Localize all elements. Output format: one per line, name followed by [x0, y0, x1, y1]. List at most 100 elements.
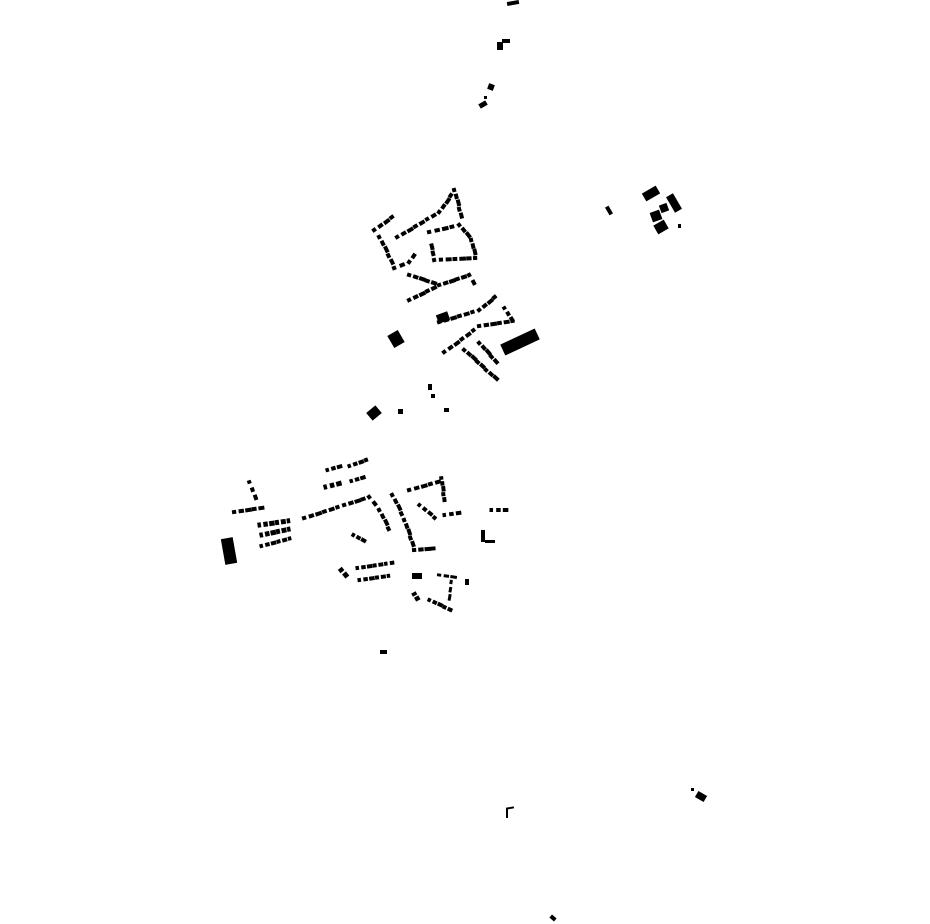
building — [366, 494, 372, 500]
building — [238, 508, 245, 514]
building — [336, 463, 343, 470]
building — [443, 574, 450, 578]
building — [442, 496, 447, 503]
building — [463, 311, 471, 317]
building — [490, 321, 498, 327]
building — [430, 280, 438, 286]
building — [378, 562, 384, 567]
building — [430, 212, 438, 219]
building — [403, 522, 410, 530]
building — [666, 193, 682, 213]
building — [259, 532, 264, 538]
building — [440, 480, 445, 486]
building — [376, 234, 382, 240]
building — [438, 257, 444, 262]
building — [418, 290, 427, 298]
building — [502, 39, 510, 43]
building — [458, 212, 465, 219]
building — [413, 485, 420, 491]
building — [363, 576, 369, 582]
building — [259, 543, 264, 549]
building — [484, 96, 487, 99]
building — [492, 374, 500, 382]
building — [476, 307, 482, 313]
building — [264, 530, 270, 537]
building — [447, 192, 454, 199]
building — [360, 564, 366, 570]
building — [458, 335, 466, 343]
building — [355, 565, 360, 571]
building — [410, 252, 417, 260]
building — [398, 409, 403, 414]
building — [350, 532, 356, 538]
building — [325, 467, 330, 473]
building — [406, 259, 412, 265]
building — [465, 579, 469, 585]
building — [452, 256, 458, 262]
building — [466, 272, 472, 278]
building — [424, 216, 430, 222]
building — [501, 305, 507, 311]
building — [453, 193, 459, 200]
building — [496, 508, 501, 512]
building — [412, 573, 422, 579]
building — [443, 317, 450, 323]
building — [276, 539, 281, 544]
building — [442, 512, 447, 518]
building — [455, 510, 462, 516]
building — [460, 274, 468, 280]
building — [658, 202, 670, 214]
building — [488, 353, 495, 360]
building — [342, 571, 350, 579]
building — [508, 315, 516, 323]
building — [480, 344, 487, 351]
building — [388, 214, 395, 221]
building — [505, 806, 515, 810]
building — [454, 276, 461, 282]
building — [500, 328, 540, 356]
buildings-layer — [220, 0, 708, 922]
building — [430, 284, 438, 292]
building — [379, 512, 386, 520]
building — [308, 513, 315, 519]
building — [400, 230, 408, 237]
building — [446, 606, 454, 613]
building — [478, 362, 487, 370]
building — [359, 474, 367, 481]
building — [453, 339, 461, 347]
building — [466, 256, 472, 261]
building — [484, 348, 492, 357]
building — [448, 586, 453, 593]
building — [416, 502, 422, 508]
building — [464, 231, 472, 239]
building — [281, 527, 287, 534]
building — [505, 310, 511, 317]
building — [441, 491, 446, 497]
building — [478, 100, 488, 109]
building — [424, 288, 431, 294]
building — [424, 546, 432, 552]
building — [481, 530, 485, 542]
building — [449, 579, 453, 585]
building — [354, 498, 362, 504]
building — [410, 540, 416, 548]
building — [371, 500, 378, 507]
building — [449, 315, 458, 321]
building — [496, 320, 503, 326]
building — [429, 242, 435, 251]
building — [418, 547, 424, 552]
building — [474, 358, 481, 366]
building — [385, 525, 392, 532]
building — [497, 42, 503, 50]
building — [280, 518, 287, 525]
building — [357, 577, 362, 583]
building — [281, 537, 288, 543]
building — [487, 83, 495, 91]
building — [436, 573, 442, 577]
building — [268, 520, 275, 527]
building — [335, 480, 343, 487]
building — [487, 370, 495, 378]
building — [347, 500, 355, 506]
building — [386, 573, 391, 579]
